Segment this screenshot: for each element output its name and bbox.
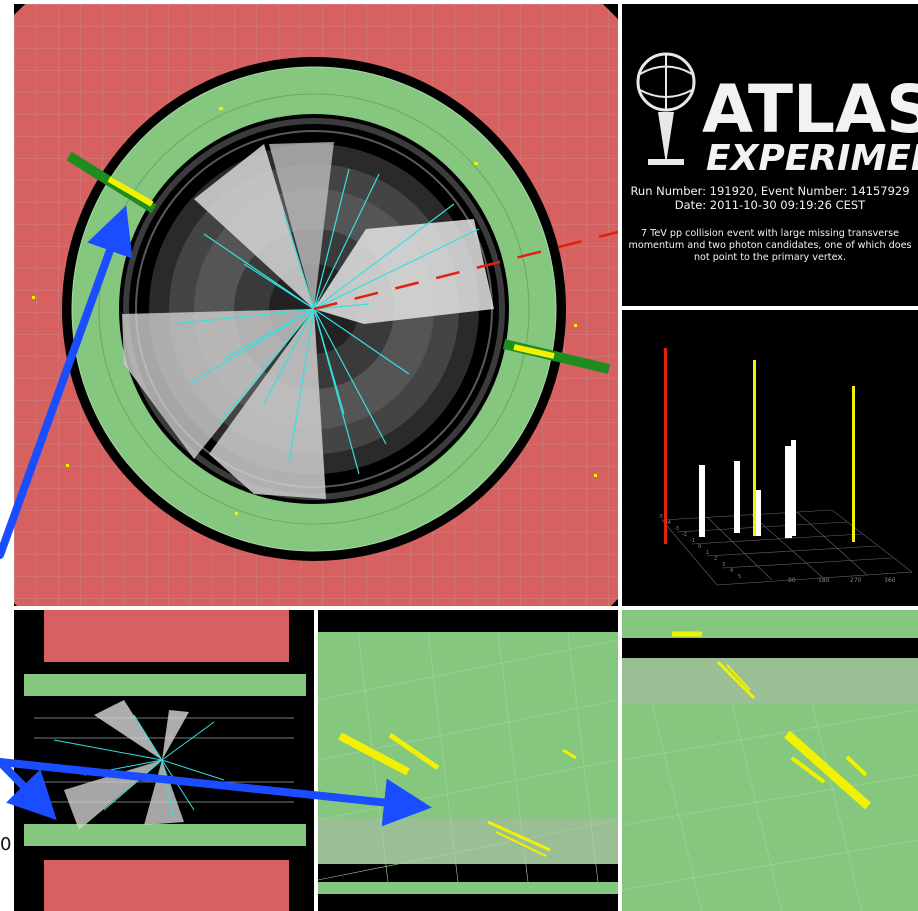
zoom-view-1-display: [318, 610, 618, 911]
eta-tick: -5: [658, 514, 663, 520]
em-calorimeter-bottom: [24, 824, 306, 846]
phi-tick: 270: [850, 577, 862, 584]
longitudinal-view-display: [14, 610, 314, 911]
event-info-panel: ATLAS EXPERIMENT Run Number: 191920, Eve…: [622, 4, 918, 306]
phi-tick: 360: [884, 577, 896, 584]
transverse-view-panel: [14, 4, 618, 606]
eta-tick: 1: [706, 550, 709, 556]
partial-label: 0: [0, 834, 12, 855]
photon-tower: [753, 360, 756, 536]
em-calorimeter-top: [24, 674, 306, 696]
photon-deposit-right: [502, 339, 611, 374]
lego-plot-panel: 90 180 270 360 -5 -4 -3 -2 -1 0 1 2 3 4 …: [622, 310, 918, 606]
met-tower: [664, 348, 667, 544]
zoom-view-2-display: [622, 610, 918, 911]
date-text: Date: 2011-10-30 09:19:26 CEST: [674, 198, 866, 212]
eta-tick: -2: [682, 532, 687, 538]
eta-tick: 5: [738, 574, 741, 580]
eta-tick: 3: [722, 562, 725, 568]
eta-tick: 2: [714, 556, 717, 562]
longitudinal-view-panel: [14, 610, 314, 911]
outer-calorimeter-top: [44, 610, 289, 662]
cell-grid: [622, 703, 918, 911]
transverse-view-display: [14, 4, 618, 606]
energy-wedge: [122, 309, 314, 459]
atlas-logo: ATLAS EXPERIMENT: [636, 52, 918, 174]
phi-tick: 180: [818, 577, 830, 584]
energy-wedge: [269, 142, 334, 309]
lego-grid: [661, 509, 913, 586]
lego-plot: 90 180 270 360 -5 -4 -3 -2 -1 0 1 2 3 4 …: [658, 348, 913, 586]
eta-tick: 4: [730, 568, 733, 574]
inner-detector-strips: [34, 717, 294, 803]
eta-tick: -1: [690, 538, 695, 544]
photon-deposit-left: [66, 151, 157, 214]
charged-tracks: [173, 168, 480, 475]
atlas-figure-icon: [636, 52, 696, 165]
eta-tick: -4: [666, 520, 671, 526]
photon-cluster: [672, 631, 871, 810]
eta-tick: 0: [698, 544, 701, 550]
zoom-view-2-panel: [622, 610, 918, 911]
zoom-view-1-panel: [318, 610, 618, 911]
energy-wedge: [194, 144, 314, 309]
run-info-text: Run Number: 191920, Event Number: 141579…: [630, 184, 910, 198]
event-description: 7 TeV pp collision event with large miss…: [628, 228, 912, 263]
logo-word-top: ATLAS: [702, 71, 918, 148]
outer-calorimeter-bottom: [44, 860, 289, 911]
eta-tick: -3: [674, 526, 679, 532]
energy-wedge: [209, 309, 326, 499]
phi-tick: 90: [788, 577, 796, 584]
photon-tower: [852, 386, 855, 542]
energy-towers: [699, 440, 796, 538]
missing-et-line: [313, 230, 618, 311]
logo-word-bottom: EXPERIMENT: [706, 138, 918, 174]
